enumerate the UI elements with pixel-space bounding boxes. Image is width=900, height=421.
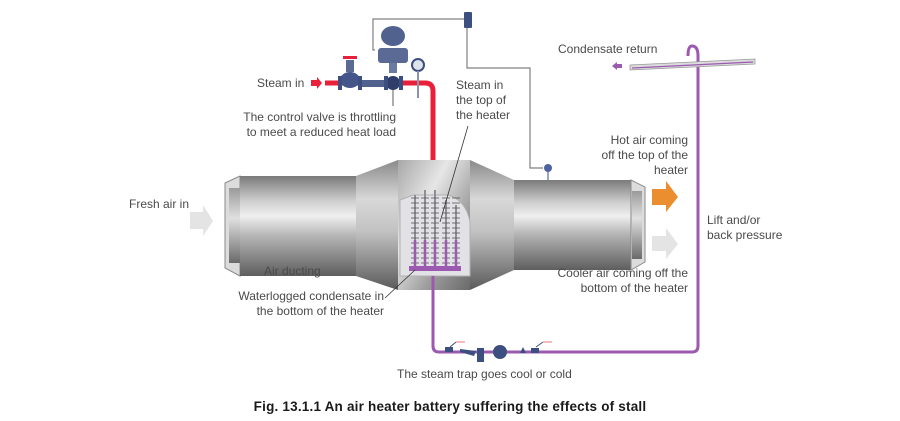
waterlogged-label: Waterlogged condensate in the bottom of … <box>220 289 384 319</box>
control-signal-line <box>372 18 543 169</box>
cooler-air-label-line2: bottom of the heater <box>580 281 688 295</box>
hot-air-label-line3: heater <box>653 163 688 177</box>
steam-trap-label: The steam trap goes cool or cold <box>397 367 572 381</box>
hot-air-label-line1: Hot air coming <box>610 133 688 147</box>
control-valve-label: The control valve is throttling to meet … <box>220 110 396 140</box>
left-transition-cone <box>356 160 398 290</box>
temperature-sensor <box>544 164 552 180</box>
fresh-air-arrow <box>190 205 213 236</box>
condensate-pipe <box>431 44 700 354</box>
right-air-duct <box>514 179 646 271</box>
lift-label-line2: back pressure <box>707 228 783 242</box>
steam-trap-assembly <box>445 341 552 362</box>
control-valve-label-line2: to meet a reduced heat load <box>246 125 396 139</box>
controller-box <box>464 12 472 28</box>
condensate-return-header <box>629 58 756 71</box>
condensate-return-label: Condensate return <box>558 42 658 56</box>
isolation-valve <box>338 56 386 90</box>
control-valve <box>378 26 408 90</box>
condensate-return-arrow <box>612 62 622 70</box>
cooler-air-label: Cooler air coming off the bottom of the … <box>530 266 688 296</box>
lift-back-pressure-label: Lift and/or back pressure <box>707 213 782 243</box>
steam-top-label: Steam in the top of the heater <box>456 78 510 123</box>
hot-air-arrow <box>652 181 678 212</box>
cooler-air-label-line1: Cooler air coming off the <box>557 266 688 280</box>
waterlogged-label-line2: the bottom of the heater <box>256 304 384 318</box>
cool-air-arrow <box>652 228 678 259</box>
lift-label-line1: Lift and/or <box>707 213 761 227</box>
steam-in-label: Steam in <box>257 76 305 90</box>
pressure-gauge <box>411 58 425 98</box>
left-air-duct <box>224 175 356 277</box>
hot-air-label-line2: off the top of the <box>601 148 688 162</box>
steam-top-label-line2: the top of <box>456 93 507 107</box>
steam-top-label-line1: Steam in <box>456 78 504 92</box>
air-ducting-label: Air ducting <box>264 264 321 278</box>
figure-caption: Fig. 13.1.1 An air heater battery suffer… <box>253 399 647 414</box>
waterlogged-label-line1: Waterlogged condensate in <box>238 289 384 303</box>
hot-air-label: Hot air coming off the top of the heater <box>560 133 688 178</box>
control-valve-label-line1: The control valve is throttling <box>243 110 396 124</box>
fresh-air-label: Fresh air in <box>129 197 190 211</box>
leader-lines <box>384 90 469 299</box>
steam-in-arrow <box>311 77 322 89</box>
heater-cutaway <box>399 190 471 277</box>
steam-top-label-line3: the heater <box>456 108 511 122</box>
right-transition-cone <box>470 160 514 290</box>
steam-pipe <box>325 80 436 160</box>
